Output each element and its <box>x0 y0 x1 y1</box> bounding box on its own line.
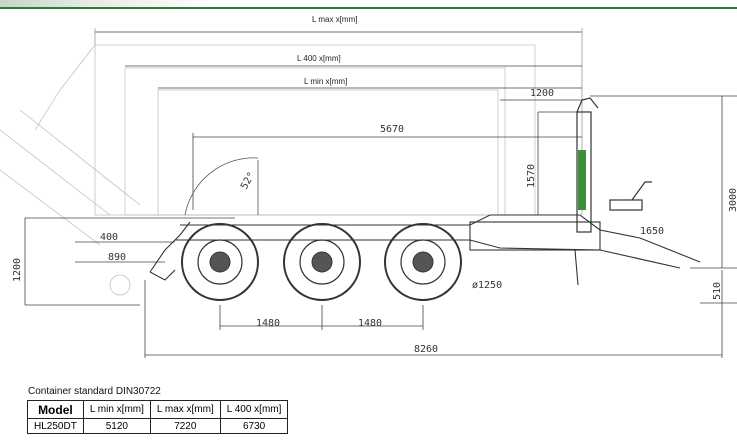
label-1480-a: 1480 <box>256 318 280 329</box>
header-l-400: L 400 x[mm] <box>219 400 289 419</box>
angle-arc <box>184 157 259 216</box>
ground-lines <box>24 217 737 358</box>
container-outlines <box>0 44 536 296</box>
label-diameter: ø1250 <box>472 280 502 291</box>
table-header-row: Model L min x[mm] L max x[mm] L 400 x[mm… <box>27 400 289 419</box>
label-l-min: L min x[mm] <box>304 77 347 86</box>
cell-l-400: 6730 <box>219 418 289 434</box>
label-1480-b: 1480 <box>358 318 382 329</box>
container-standard-caption: Container standard DIN30722 <box>28 386 161 397</box>
technical-drawing: L max x[mm] L 400 x[mm] L min x[mm] 1200… <box>0 15 737 358</box>
header-bar <box>0 0 737 9</box>
cell-l-max: 7220 <box>149 418 221 434</box>
wheels <box>181 223 462 301</box>
label-400: 400 <box>100 232 118 243</box>
label-l-max: L max x[mm] <box>312 15 357 24</box>
wheel-3 <box>384 223 462 301</box>
cell-l-min: 5120 <box>82 418 151 434</box>
label-1200-left: 1200 <box>12 258 23 282</box>
label-angle: 52° <box>239 170 258 191</box>
hook-arm <box>576 97 652 233</box>
label-1650: 1650 <box>640 226 664 237</box>
label-1200-top: 1200 <box>530 88 554 99</box>
wheel-2 <box>283 223 361 301</box>
label-510: 510 <box>712 282 723 300</box>
top-dimension-lines <box>94 28 737 268</box>
label-8260: 8260 <box>414 344 438 355</box>
table-row: HL250DT 5120 7220 6730 <box>27 418 289 434</box>
label-3000: 3000 <box>728 188 737 212</box>
header-model: Model <box>27 400 84 419</box>
header-accent-line <box>0 7 737 9</box>
label-890: 890 <box>108 252 126 263</box>
hook-arm-green-mark <box>578 150 586 210</box>
chassis <box>149 214 701 286</box>
label-l-400: L 400 x[mm] <box>297 54 341 63</box>
spec-table: Model L min x[mm] L max x[mm] L 400 x[mm… <box>27 400 289 434</box>
header-l-min: L min x[mm] <box>82 400 151 419</box>
label-1570: 1570 <box>526 164 537 188</box>
header-gradient <box>0 0 737 9</box>
label-5670: 5670 <box>380 124 404 135</box>
cell-model: HL250DT <box>27 418 84 434</box>
header-l-max: L max x[mm] <box>149 400 221 419</box>
wheel-1 <box>181 223 259 301</box>
